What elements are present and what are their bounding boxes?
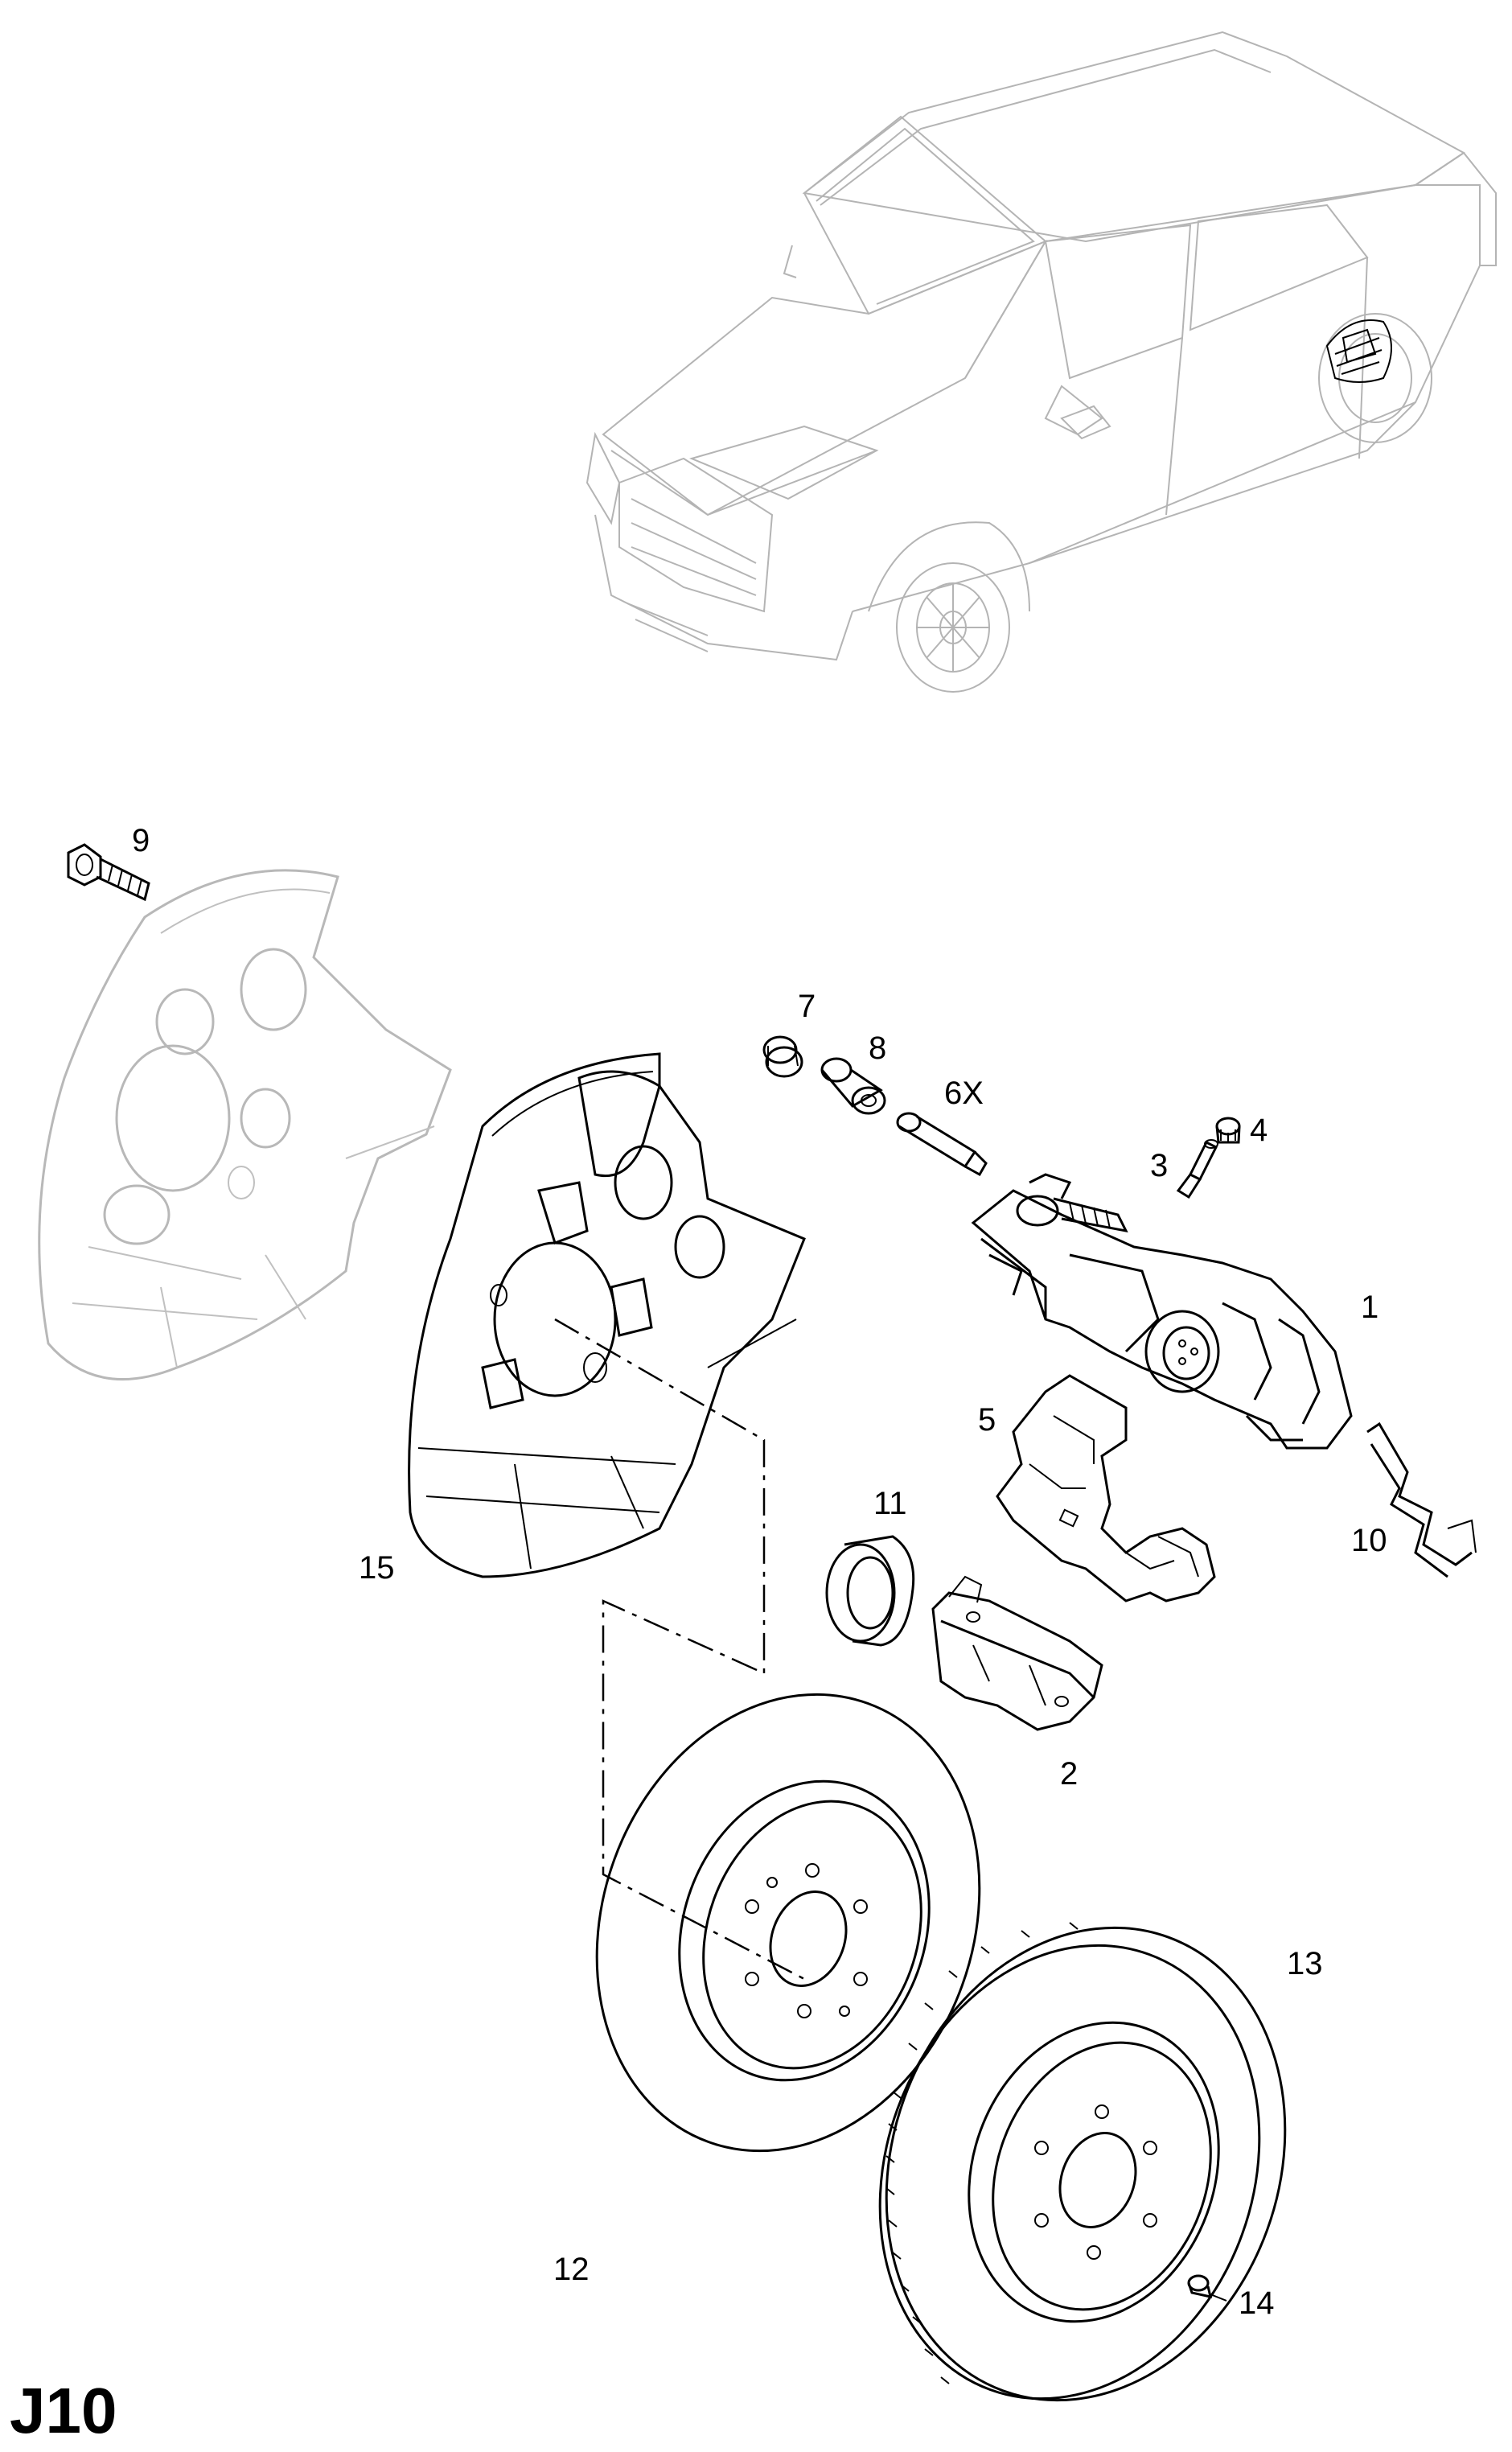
bleeder-part-3 xyxy=(1176,1139,1218,1199)
vehicle-locator-image xyxy=(585,31,1497,693)
brake-pads-part-2 xyxy=(931,1575,1103,1731)
assembly-centerlines xyxy=(554,1318,805,1981)
guide-pin-part-6x xyxy=(896,1112,988,1177)
callout-4: 4 xyxy=(1250,1113,1268,1148)
brake-disc-part-12 xyxy=(595,1693,981,2153)
callout-12: 12 xyxy=(553,2252,590,2287)
callout-14: 14 xyxy=(1239,2285,1275,2321)
ghost-backing-plate xyxy=(38,869,452,1381)
callout-10: 10 xyxy=(1351,1523,1387,1558)
spring-clip-part-10 xyxy=(1366,1421,1477,1578)
callout-3: 3 xyxy=(1150,1148,1168,1183)
bushing-part-8 xyxy=(820,1057,886,1115)
callout-6x: 6X xyxy=(944,1076,984,1111)
page-code: J10 xyxy=(10,2375,117,2446)
highlighted-brake-location xyxy=(1325,319,1392,383)
callout-labels: 1 2 3 4 5 6X 7 8 9 10 11 12 13 14 15 xyxy=(132,823,1387,2321)
callout-11: 11 xyxy=(873,1486,907,1521)
callout-2: 2 xyxy=(1060,1756,1078,1792)
backing-plate-part-15 xyxy=(408,1052,806,1578)
plug-part-7 xyxy=(762,1035,803,1078)
callout-1: 1 xyxy=(1361,1290,1378,1325)
caliper-part-1 xyxy=(971,1173,1353,1450)
callout-15: 15 xyxy=(359,1550,395,1586)
callout-7: 7 xyxy=(798,989,816,1024)
seal-part-11 xyxy=(825,1535,915,1647)
callout-13: 13 xyxy=(1287,1946,1323,1981)
callout-9: 9 xyxy=(132,823,150,858)
brake-disc-part-13 xyxy=(878,1922,1287,2402)
bolt-part-9 xyxy=(67,843,150,902)
screw-part-14 xyxy=(1187,2274,1227,2302)
callout-5: 5 xyxy=(978,1402,996,1438)
caliper-bracket-part-5 xyxy=(996,1374,1216,1602)
cap-part-4 xyxy=(1215,1117,1241,1144)
callout-8: 8 xyxy=(869,1031,886,1066)
